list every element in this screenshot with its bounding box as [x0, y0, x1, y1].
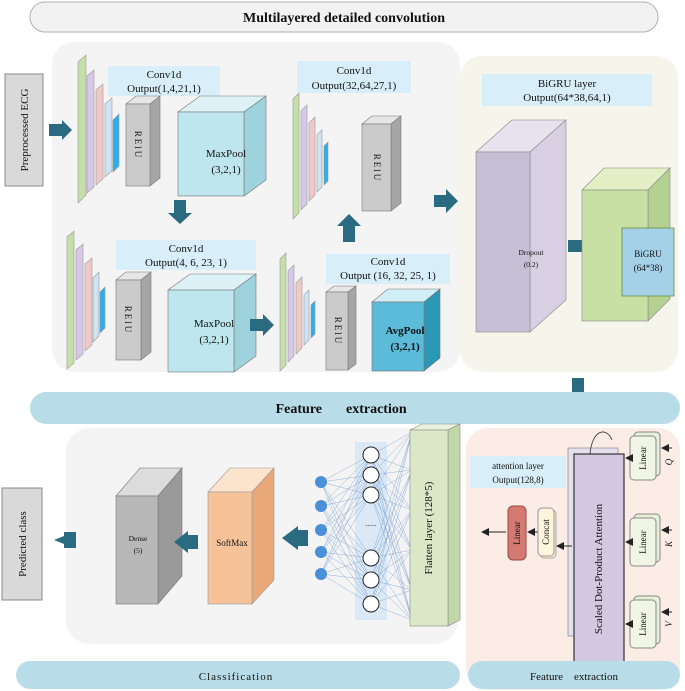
relu-box-2: RElU: [115, 271, 152, 361]
title-bar: Multilayered detailed convolution: [29, 1, 659, 33]
bigru-box: BiGRU (64*38): [581, 167, 675, 322]
flatten-label: Flatten layer (128*5): [423, 481, 435, 574]
block2-header: [116, 240, 256, 270]
linear-q-label: Linear: [638, 446, 648, 469]
linear-out-label: Linear: [512, 521, 522, 544]
concat-label: Concat: [541, 519, 551, 545]
dropout-box: Dropout (0.2): [475, 119, 567, 333]
nn-ellipsis: ......: [365, 519, 376, 528]
block2-output: Output(4, 6, 23, 1): [145, 257, 227, 269]
linear-v: Linear V: [629, 595, 674, 649]
block2-title: Conv1d: [169, 243, 204, 255]
feature-bar-left: Feature: [276, 402, 322, 417]
sdpa-block: Scaled Dot-Product Attention: [567, 431, 625, 685]
block4-output: Output(32,64,27,1): [312, 80, 397, 92]
block3-title: Conv1d: [371, 256, 406, 268]
classification-label: Classification: [199, 671, 274, 683]
input-ecg-box: Preprocessed ECG: [4, 73, 44, 187]
input-q: Q: [664, 458, 674, 465]
maxpool-box-2: MaxPool (3,2,1): [167, 273, 257, 373]
arrow-b2-b3: [250, 314, 274, 336]
block1-title: Conv1d: [147, 69, 182, 81]
block3-header: [326, 254, 450, 284]
feature-bar-right: extraction: [346, 402, 407, 417]
arrow-nn-softmax: [282, 526, 308, 550]
input-v: V: [664, 620, 674, 627]
sdpa-label: Scaled Dot-Product Attention: [593, 503, 605, 634]
arrow-b1-b2: [168, 200, 192, 224]
block4-header: [297, 61, 411, 93]
bigru-header: [482, 74, 652, 106]
relu-label-2: RElU: [123, 306, 133, 335]
classification-bar: Classification: [16, 661, 460, 689]
avgpool-params-3: (3,2,1): [390, 341, 420, 353]
block4-title: Conv1d: [337, 65, 372, 77]
maxpool-label-2: MaxPool: [194, 318, 234, 330]
maxpool-label-1: MaxPool: [206, 148, 246, 160]
linear-k: Linear K: [629, 513, 674, 567]
relu-box-1: RElU: [125, 95, 161, 187]
arrow-input: [49, 120, 72, 140]
maxpool-box-1: MaxPool (3,2,1): [177, 95, 267, 197]
arrow-softmax-dense: [174, 531, 198, 553]
linear-out-box: Linear: [507, 505, 527, 561]
conv-stack-1: [77, 54, 120, 204]
feature-extraction-bar: Feature extraction: [30, 392, 680, 424]
attention-output: Output(128,8): [492, 475, 543, 485]
dense-box: Dense (5): [115, 467, 183, 605]
maxpool-params-2: (3,2,1): [199, 334, 229, 346]
conv-stack-2: [66, 230, 106, 370]
dropout-rate: (0.2): [524, 260, 539, 269]
input-ecg-label: Preprocessed ECG: [19, 89, 31, 172]
relu-box-3: RElU: [325, 285, 357, 371]
linear-k-label: Linear: [638, 530, 648, 553]
linear-q: Linear Q: [629, 431, 674, 481]
title-text: Multilayered detailed convolution: [243, 11, 445, 26]
relu-box-4: RElU: [361, 115, 402, 212]
relu-label-1: RElU: [133, 131, 143, 160]
fc-network: ......: [315, 431, 413, 621]
attention-header: [470, 456, 566, 488]
conv-stack-4: [292, 92, 329, 220]
block3-output: Output (16, 32, 25, 1): [340, 270, 436, 282]
relu-label-3: RElU: [333, 317, 343, 346]
feature-extraction-bar-2: Feature extraction: [468, 661, 680, 689]
dropout-label: Dropout: [519, 248, 545, 257]
block1-output: Output(1,4,21,1): [127, 83, 201, 95]
arrow-to-output: [54, 532, 76, 548]
arrow-to-bigru: [434, 189, 458, 213]
conv-stack-3: [279, 252, 316, 372]
dense-units: (5): [134, 546, 143, 555]
softmax-label: SoftMax: [216, 538, 248, 548]
relu-label-4: RElU: [372, 154, 382, 183]
avgpool-label-3: AvgPool: [386, 325, 425, 337]
predicted-class-label: Predicted class: [17, 511, 29, 577]
avgpool-box-3: AvgPool (3,2,1): [371, 288, 441, 372]
block1-header: [108, 66, 220, 96]
linear-v-label: Linear: [638, 612, 648, 635]
bigru-cell-label: BiGRU: [634, 249, 662, 259]
concat-box: Concat: [537, 507, 557, 559]
attention-arrows: [481, 444, 672, 628]
flatten-layer-box: Flatten layer (128*5): [409, 423, 461, 627]
softmax-box: SoftMax: [207, 467, 275, 605]
bigru-cell-size: (64*38): [634, 263, 663, 273]
predicted-class-box: Predicted class: [1, 487, 43, 601]
maxpool-params-1: (3,2,1): [211, 164, 241, 176]
bigru-output: Output(64*38,64,1): [523, 92, 611, 104]
attention-title: attention layer: [492, 461, 544, 471]
feature-extraction-label-2: Feature extraction: [530, 671, 618, 683]
input-k: K: [664, 540, 674, 548]
dense-label: Dense: [129, 534, 148, 543]
bigru-title: BiGRU layer: [538, 78, 597, 90]
arrow-b3-b4: [337, 214, 361, 242]
